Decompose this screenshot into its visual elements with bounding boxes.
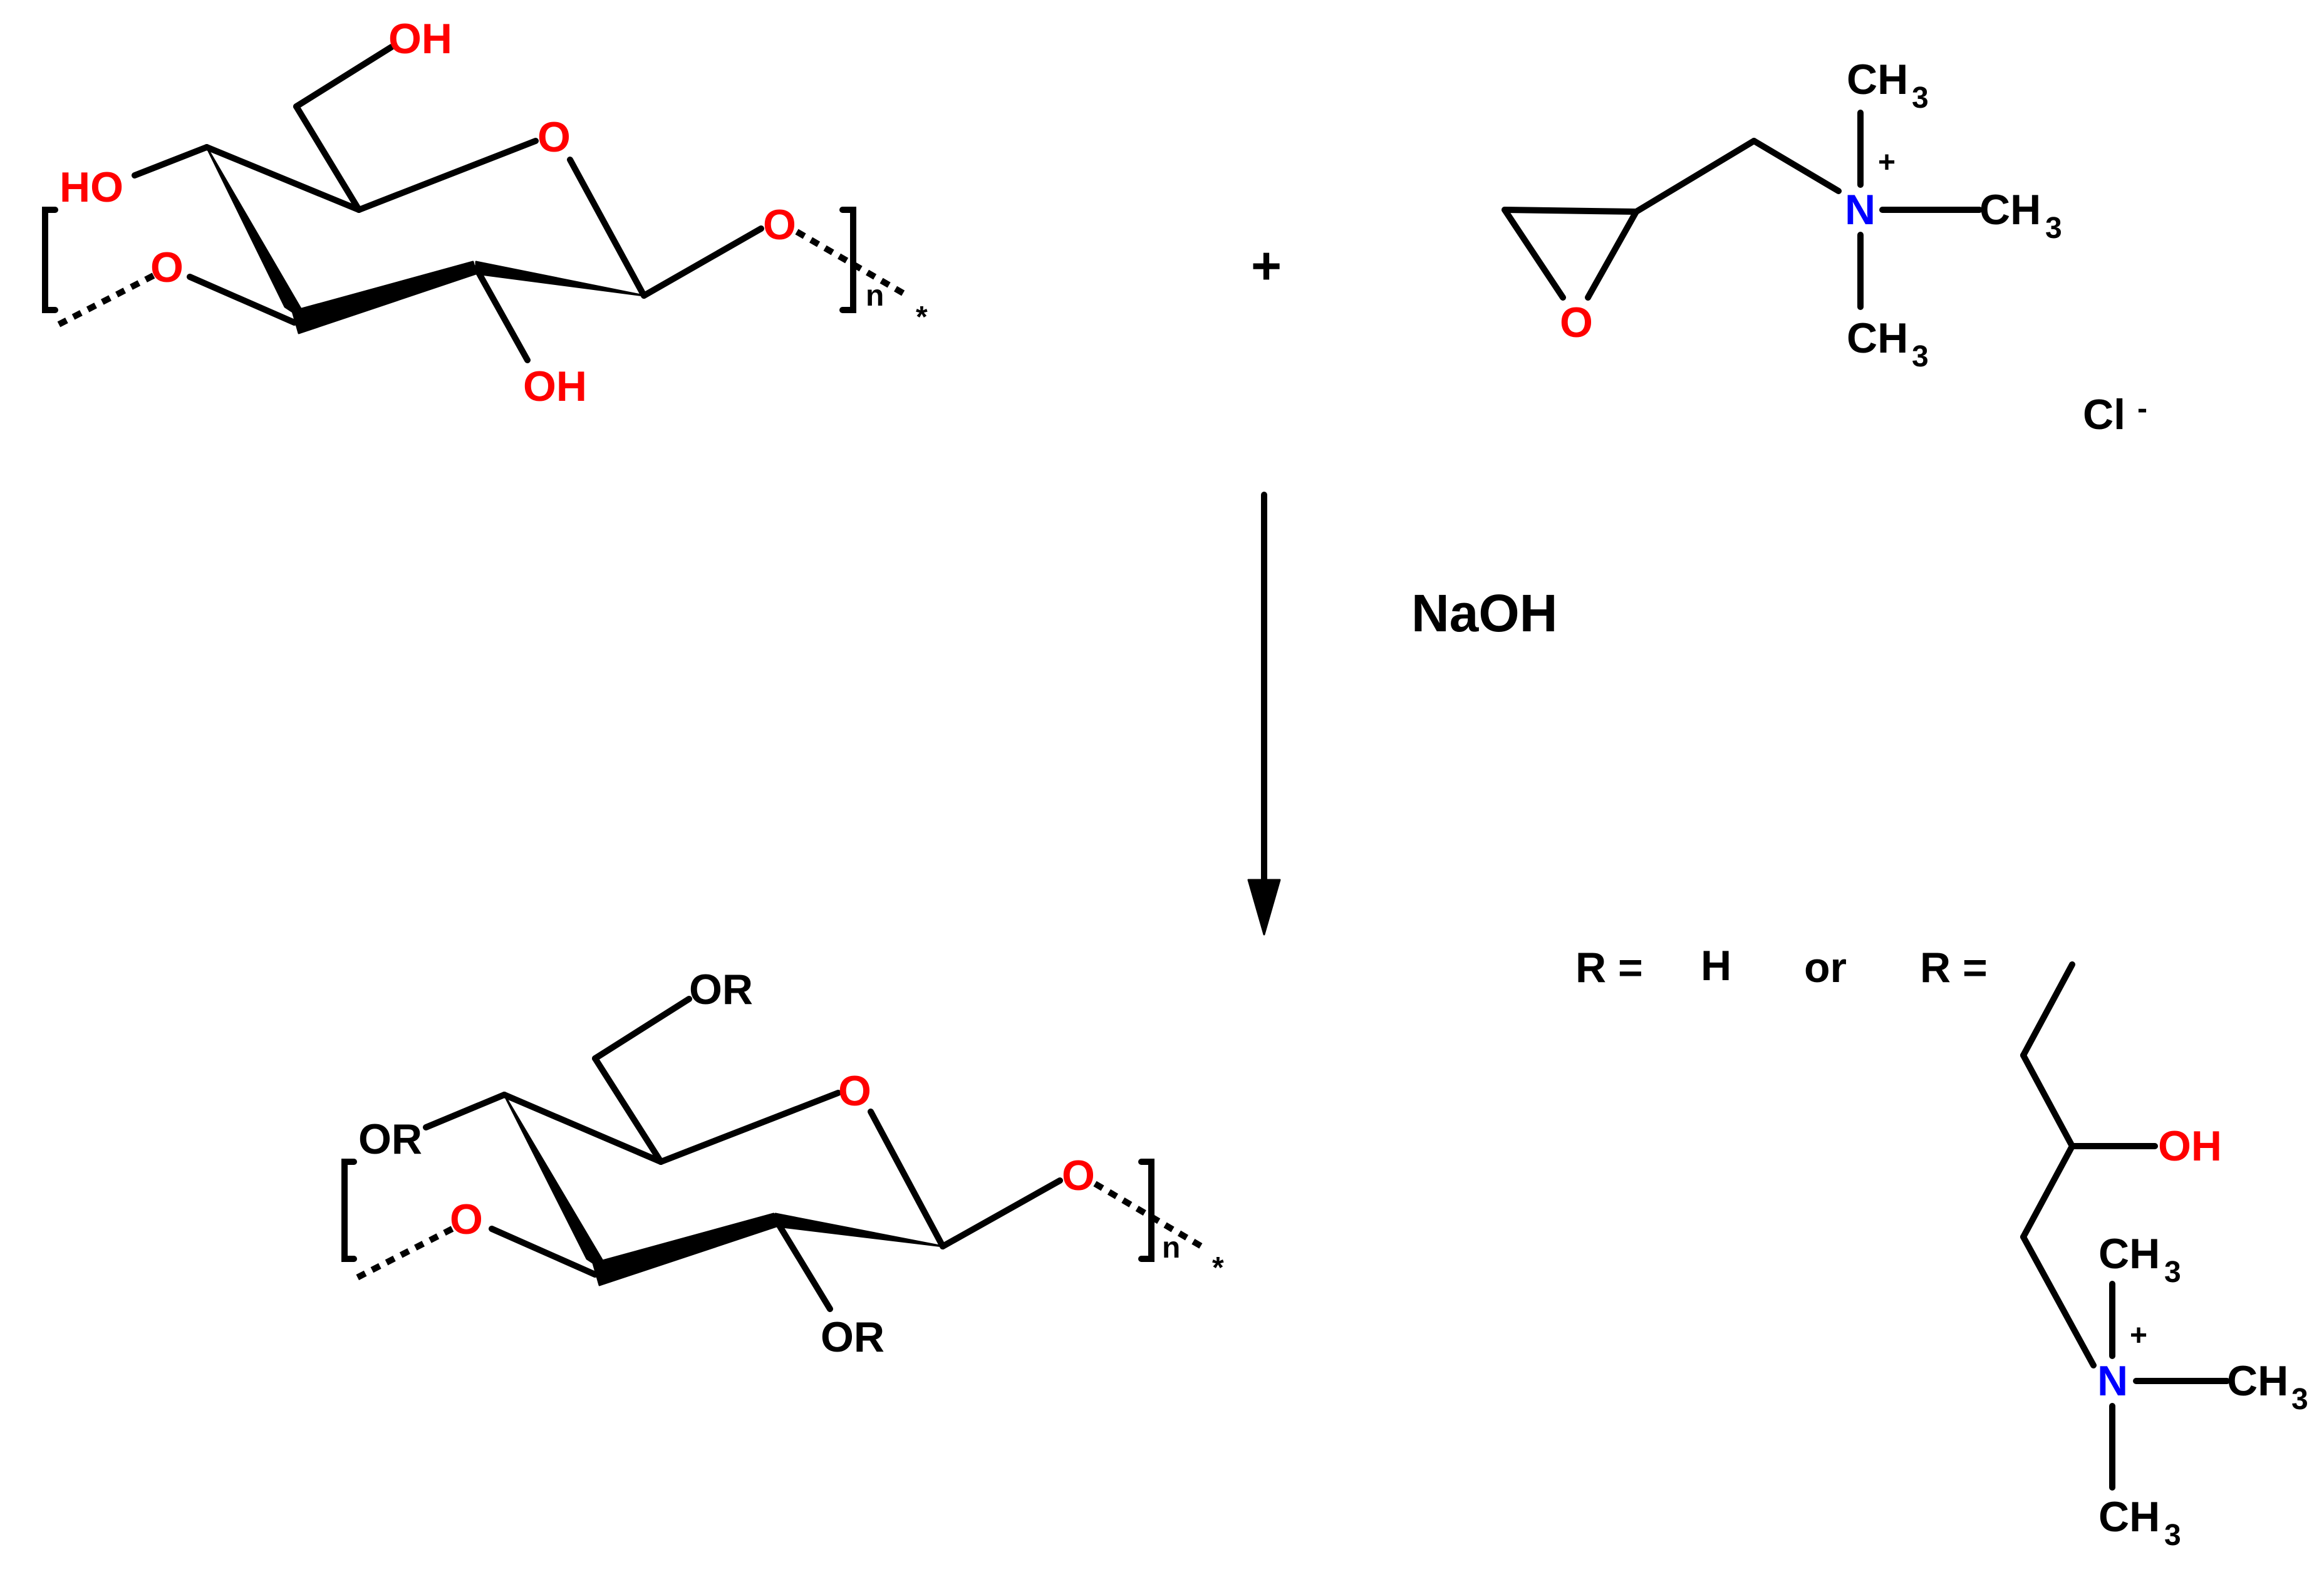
glycosidic-oxygen-left: O [450,1196,483,1243]
methyl-right-subscript: 3 [2045,212,2062,245]
bond [592,1055,664,1165]
arrow-head [1247,879,1281,936]
ring-oxygen-label: O [838,1067,871,1115]
bottom-oh-label: OH [523,363,587,410]
side-chain-methyl-bottom: CH [2098,1493,2160,1541]
epoxide-oxygen-label: O [1560,299,1593,346]
bond [356,138,539,213]
bond [473,265,531,363]
cellulose-reactant: OH HO O O O OH n * [42,15,928,410]
bond [1502,207,1639,215]
left-or-label: OR [358,1115,422,1163]
wedge-bond [592,1213,778,1286]
ammonium-nitrogen-label: N [1845,186,1875,234]
bond [423,1092,507,1130]
wedge-bond [774,1213,944,1248]
primary-or-label: OR [689,966,753,1013]
wedge-bond [291,261,477,334]
glycosidic-oxygen-right: O [1062,1152,1095,1199]
methyl-right-label: CH [1979,186,2041,234]
side-chain-nitrogen-label: N [2097,1357,2128,1405]
bond [501,1092,664,1165]
left-bracket [42,207,58,313]
or-word-label: or [1804,944,1847,991]
bond [658,1090,841,1165]
bond [2020,1143,2075,1240]
bond [1585,209,1639,301]
side-chain-methyl-right: CH [2227,1357,2288,1405]
plus-sign: + [1251,236,1282,295]
dashed-bond [1093,1181,1203,1249]
repeat-n-label: n [1162,1231,1180,1264]
methyl-top-label: CH [1847,56,1908,103]
side-chain-methyl-top: CH [2098,1230,2160,1278]
bond [204,144,362,213]
bond [940,1177,1063,1249]
cellulose-product: OR OR O O O OR n * [341,966,1224,1361]
bond [2020,961,2075,1058]
methyl-bottom-subscript: 3 [1912,340,1929,373]
bond [187,274,298,326]
glycosidic-oxygen-right: O [763,201,796,249]
right-bracket [1138,1159,1154,1262]
end-star-label: * [916,301,928,334]
bond [774,1218,833,1312]
methyl-top-subscript: 3 [1912,81,1929,115]
bottom-or-label: OR [821,1313,884,1361]
r-equals-label-2: R = [1920,944,1988,991]
right-bracket [839,207,856,313]
r-hydrogen-label: H [1701,942,1731,990]
chloride-label: Cl [2083,391,2125,438]
bond [641,225,764,299]
dashed-bond [54,272,155,329]
glycosidic-oxygen-left: O [150,244,184,291]
r-equals-label-1: R = [1575,944,1643,991]
bond [293,44,395,110]
ring-oxygen-label: O [537,113,571,161]
left-bracket [341,1159,357,1262]
dashed-bond [795,229,907,297]
wedge-bond [475,261,645,297]
bond [592,996,692,1062]
side-chain-oh-label: OH [2158,1122,2222,1170]
side-chain-methyl-top-subscript: 3 [2164,1256,2181,1289]
bond [293,103,362,213]
methyl-bottom-label: CH [1847,314,1908,362]
chloride-charge-label: - [2137,392,2147,425]
bond [2020,1234,2097,1368]
secondary-oh-label: HO [60,163,123,211]
repeat-n-label: n [866,279,884,313]
positive-charge-label: + [1878,146,1896,179]
bond [1502,207,1566,301]
primary-oh-label: OH [388,15,452,63]
wedge-bond [205,146,310,324]
side-chain-methyl-bottom-subscript: 3 [2164,1519,2181,1552]
end-star-label: * [1212,1251,1224,1285]
bond [2020,1052,2075,1149]
bond [489,1226,598,1278]
reaction-condition-label: NaOH [1411,584,1557,643]
wedge-bond [503,1094,612,1276]
side-chain-methyl-right-subscript: 3 [2291,1383,2308,1416]
bond [567,157,647,299]
side-chain-charge-label: + [2130,1319,2147,1352]
gtmac-reagent: O N + CH 3 CH 3 CH 3 Cl - [1502,56,2147,438]
bond [868,1109,946,1249]
reaction-arrow [1247,492,1281,936]
bond [1751,138,1842,194]
bond [1633,138,1757,215]
dashed-bond [355,1226,454,1281]
bond [132,144,210,178]
r-group-definition: R = H or R = OH N + CH 3 CH 3 CH 3 [1575,942,2308,1552]
